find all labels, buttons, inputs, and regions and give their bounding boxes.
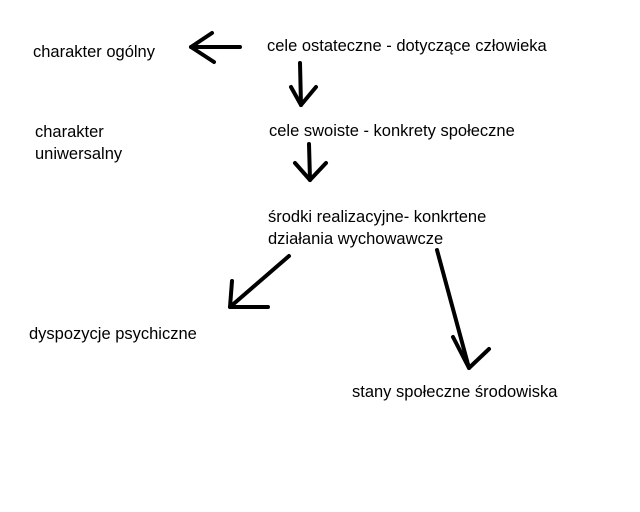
node-charakter-uniwersalny: charakter uniwersalny — [35, 123, 123, 163]
node-cele-swoiste: cele swoiste - konkrety społeczne — [269, 122, 515, 140]
node-cele-ostateczne: cele ostateczne - dotyczące człowieka — [267, 37, 547, 55]
node-stany-spoleczne: stany społeczne środowiska — [352, 383, 558, 401]
arrow-to-charakter-ogolny — [189, 31, 242, 64]
arrow-to-stany-spoleczne — [435, 248, 491, 370]
node-dyspozycje-psychiczne: dyspozycje psychiczne — [29, 325, 197, 343]
arrow-to-cele-swoiste — [289, 61, 318, 107]
arrow-to-dyspozycje-psychiczne — [228, 254, 291, 309]
node-charakter-ogolny: charakter ogólny — [33, 43, 155, 61]
node-srodki-realizacyjne: środki realizacyjne- konkrtene działania… — [268, 208, 487, 248]
arrow-to-srodki-realizacyjne — [293, 142, 328, 182]
